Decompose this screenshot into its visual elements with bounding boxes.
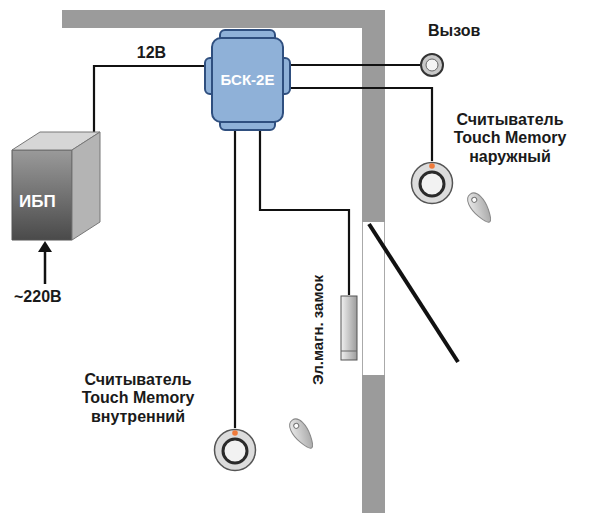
power-arrow-head — [38, 241, 52, 252]
reader-inner-outline — [213, 428, 257, 472]
node-label: БСК-2Е — [221, 71, 275, 88]
controller-body — [212, 38, 283, 122]
reader-body — [215, 430, 256, 471]
wire — [290, 88, 432, 161]
call-button-outline — [420, 53, 444, 77]
voltage-label: 12В — [135, 44, 168, 62]
node-label: Считыватель Touch Memory наружный — [440, 111, 580, 166]
wire — [290, 64, 420, 66]
button-ring — [421, 54, 443, 76]
ups-front — [12, 150, 72, 240]
wire — [94, 66, 205, 132]
reader-body — [412, 163, 453, 204]
touch-memory-key — [286, 416, 318, 453]
wire — [234, 130, 236, 428]
touch-memory-key — [464, 190, 496, 227]
ups-box: ИБП — [12, 132, 100, 240]
node-label: Вызов — [428, 22, 480, 40]
door-leaf — [369, 224, 458, 362]
mains-label: ~220В — [14, 288, 62, 306]
call-button: Вызов — [420, 53, 444, 77]
wire — [260, 130, 349, 295]
controller-box: БСК-2Е — [205, 30, 290, 130]
ups-side — [72, 132, 100, 240]
reader-inner: Считыватель Touch Memory внутренний — [213, 428, 257, 472]
magnetic-lock: Эл.магн. замок — [340, 295, 358, 361]
reader-contact — [420, 172, 444, 196]
ups-box-outline — [12, 132, 100, 240]
power-arrow — [44, 248, 47, 284]
node-label: Считыватель Touch Memory внутренний — [68, 371, 208, 426]
reader-led — [429, 163, 435, 169]
reader-led — [232, 430, 238, 436]
button-face — [426, 59, 438, 71]
wall — [362, 375, 385, 513]
lock-seam — [341, 351, 357, 352]
door-frame — [362, 222, 363, 375]
reader-outer: Считыватель Touch Memory наружный — [410, 161, 454, 205]
lock-body — [341, 296, 357, 360]
reader-outer-outline — [410, 161, 454, 205]
reader-contact — [223, 439, 247, 463]
node-label: Эл.магн. замок — [309, 275, 326, 385]
wall — [62, 10, 385, 28]
node-label: ИБП — [19, 192, 56, 212]
magnetic-lock-outline — [340, 295, 358, 361]
wall — [362, 10, 385, 222]
